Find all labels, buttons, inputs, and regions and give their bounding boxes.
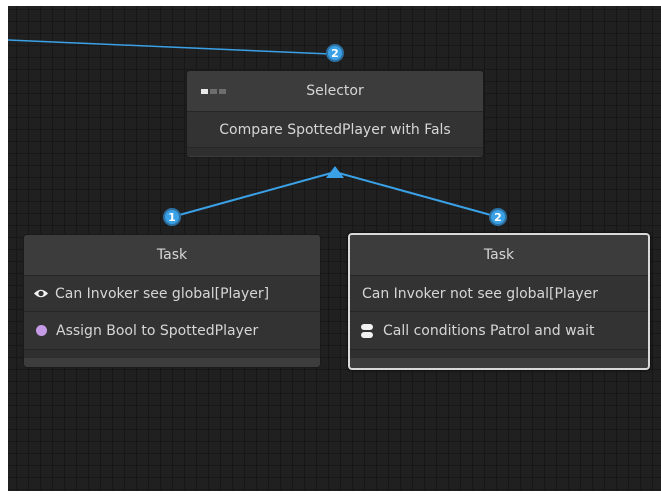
- selector-node[interactable]: Selector Compare SpottedPlayer with Fals: [186, 70, 484, 158]
- task-left-condition-label: Can Invoker see global[Player]: [55, 285, 270, 302]
- task-right-title: Task: [483, 247, 515, 263]
- left-task-input-index-badge: 1: [163, 208, 181, 226]
- conditions-stack-icon: [361, 323, 373, 338]
- task-node-left[interactable]: Task Can Invoker see global[Player] Assi…: [23, 234, 321, 368]
- task-left-action-row[interactable]: Assign Bool to SpottedPlayer: [24, 312, 320, 350]
- task-right-action-label: Call conditions Patrol and wait: [383, 322, 595, 339]
- selector-input-index-badge: 2: [326, 44, 344, 62]
- selector-node-header[interactable]: Selector: [187, 71, 483, 112]
- task-node-right[interactable]: Task Can Invoker not see global[Player C…: [348, 233, 650, 370]
- task-right-condition-label: Can Invoker not see global[Player: [362, 285, 599, 302]
- task-left-action-label: Assign Bool to SpottedPlayer: [56, 322, 259, 339]
- task-right-action-row[interactable]: Call conditions Patrol and wait: [350, 312, 648, 350]
- selector-node-footer: [187, 148, 483, 156]
- task-right-header[interactable]: Task: [350, 235, 648, 276]
- task-left-header[interactable]: Task: [24, 235, 320, 276]
- selector-condition-label: Compare SpottedPlayer with Fals: [219, 121, 451, 138]
- task-left-footer: [24, 350, 320, 358]
- task-right-footer: [350, 350, 648, 358]
- task-right-condition-row[interactable]: Can Invoker not see global[Player: [350, 276, 648, 312]
- selector-icon: [201, 89, 226, 94]
- right-task-input-index-badge: 2: [489, 208, 507, 226]
- selector-condition-row[interactable]: Compare SpottedPlayer with Fals: [187, 112, 483, 148]
- task-left-title: Task: [156, 247, 188, 263]
- assign-dot-icon: [36, 325, 47, 336]
- eye-icon: [34, 289, 48, 298]
- task-left-condition-row[interactable]: Can Invoker see global[Player]: [24, 276, 320, 312]
- selector-node-title: Selector: [306, 83, 364, 99]
